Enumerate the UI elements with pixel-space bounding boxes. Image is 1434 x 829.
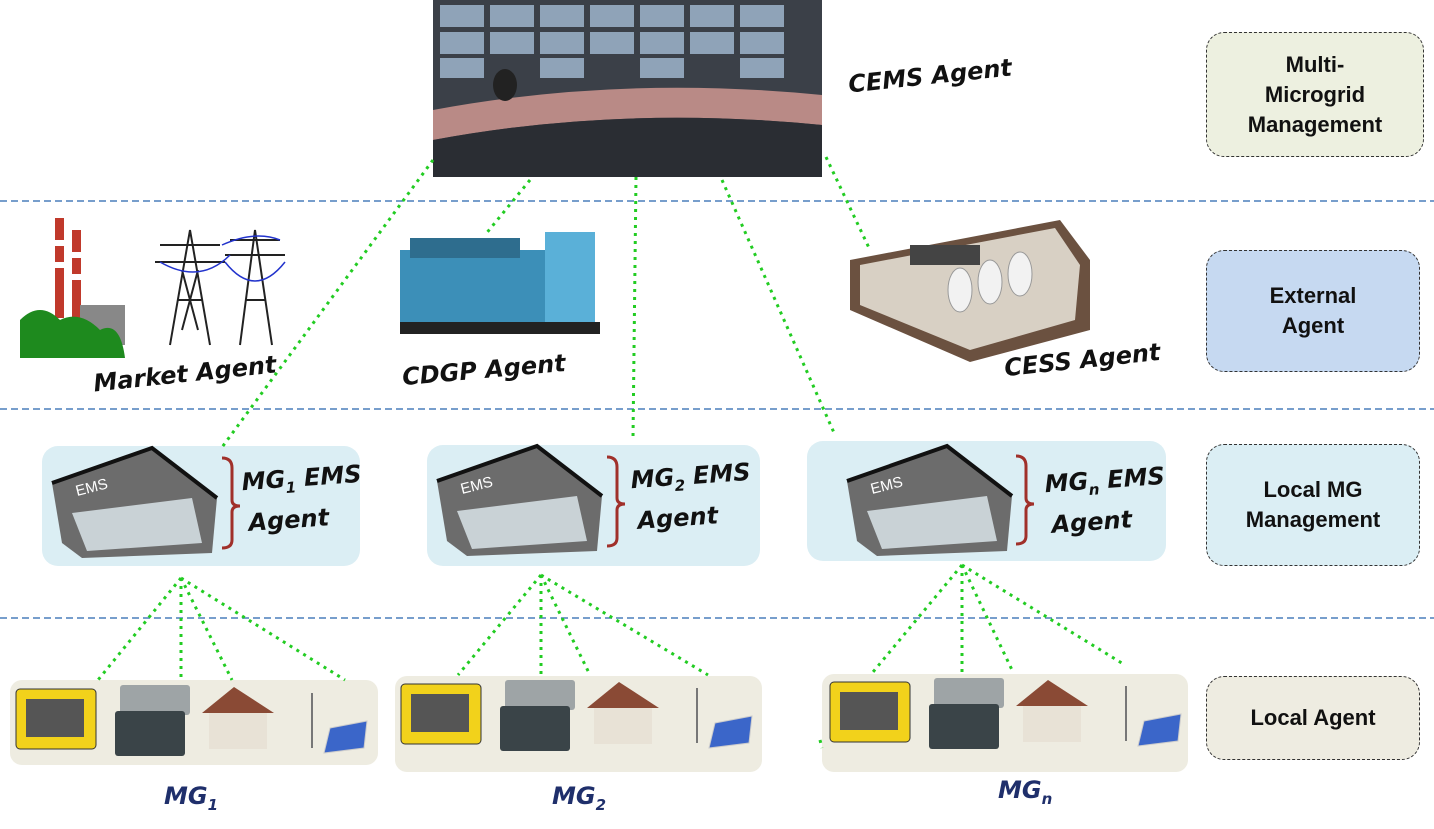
power-plant-image <box>20 218 125 358</box>
label-line2: Agent <box>636 501 719 535</box>
mg2-local-box <box>395 676 762 772</box>
solar-panel-icon <box>1137 713 1182 747</box>
mg1-local-box <box>10 680 378 765</box>
label-line2: Agent <box>247 503 330 537</box>
communication-links <box>96 156 1126 749</box>
mgn-label: MGn <box>998 776 1052 808</box>
braces <box>221 454 1035 550</box>
layer-line: Microgrid <box>1264 81 1366 107</box>
cdgp-generator-image <box>400 232 600 334</box>
layer-line: External <box>1269 283 1357 308</box>
mgn-local-box <box>822 674 1188 772</box>
cess-storage-image <box>850 220 1090 362</box>
transmission-towers-image <box>155 229 286 346</box>
layer-line: Management <box>1245 507 1381 532</box>
label-prefix: MG <box>240 465 287 497</box>
layer-line: Management <box>1247 111 1383 137</box>
house-icon <box>202 687 274 713</box>
house-icon <box>1016 680 1088 706</box>
label-suffix: EMS <box>294 459 363 493</box>
local-device-images <box>15 678 1182 756</box>
layer-local-mg-management: Local MG Management <box>1206 444 1420 566</box>
label-prefix: MG <box>998 776 1042 804</box>
label-sub: 2 <box>595 795 607 814</box>
label-sub: 1 <box>207 795 219 814</box>
solar-panel-icon <box>708 715 753 749</box>
layer-line: Agent <box>1281 313 1345 338</box>
battery-icon <box>120 685 190 715</box>
label-sub: n <box>1041 789 1053 808</box>
cems-control-room-image <box>433 0 822 177</box>
house-icon <box>587 682 659 708</box>
layer-line: Local MG <box>1263 477 1363 502</box>
layer-line: Local Agent <box>1250 705 1376 730</box>
battery-icon <box>505 680 575 710</box>
battery-icon <box>934 678 1004 708</box>
label-prefix: MG <box>1043 467 1090 499</box>
layer-line: Multi- <box>1285 51 1345 77</box>
ems-building-images: EMS EMS EMS <box>51 443 1014 558</box>
label-prefix: MG <box>164 782 208 810</box>
mg1-label: MG1 <box>164 782 218 814</box>
label-line2: Agent <box>1050 505 1133 539</box>
solar-panel-icon <box>323 720 368 754</box>
label-suffix: EMS <box>683 457 752 491</box>
layer-local-agent: Local Agent <box>1206 676 1420 760</box>
label-prefix: MG <box>629 463 676 495</box>
label-suffix: EMS <box>1097 461 1166 495</box>
label-prefix: MG <box>552 782 596 810</box>
layer-dividers <box>0 200 1434 619</box>
mg2-label: MG2 <box>552 782 606 814</box>
